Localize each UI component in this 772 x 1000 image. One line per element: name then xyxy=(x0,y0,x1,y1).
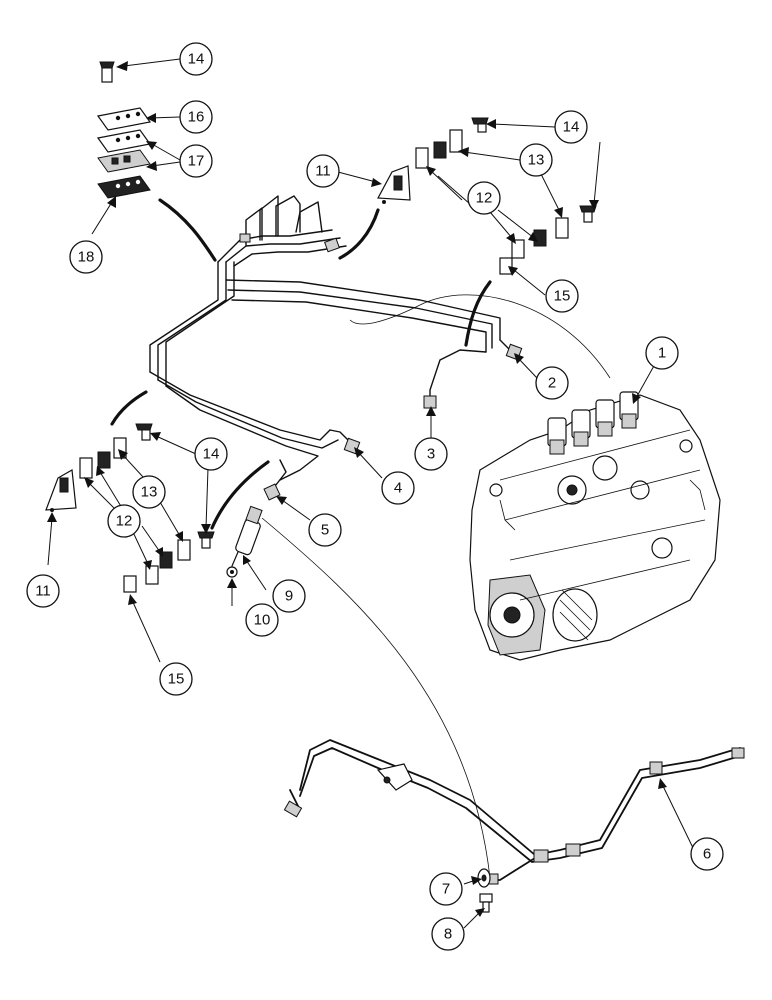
callout-15-bottom: 15 xyxy=(159,662,193,696)
callout-label: 15 xyxy=(168,671,185,688)
callout-label: 5 xyxy=(321,522,329,539)
callout-label: 14 xyxy=(188,51,205,68)
callout-label: 13 xyxy=(141,484,158,501)
injection-pump xyxy=(469,391,721,661)
callout-label: 18 xyxy=(78,249,95,266)
callout-label: 4 xyxy=(394,480,402,497)
callout-label: 16 xyxy=(188,109,205,126)
callout-7: 7 xyxy=(429,872,463,906)
callout-label: 14 xyxy=(203,446,220,463)
callout-6: 6 xyxy=(690,837,724,871)
callout-label: 11 xyxy=(35,583,51,600)
callout-label: 11 xyxy=(315,163,331,180)
banjo-bolt xyxy=(479,893,493,913)
callout-13-top: 13 xyxy=(519,143,553,177)
callout-label: 17 xyxy=(188,153,205,170)
banjo-washer xyxy=(477,868,491,888)
clamp-group-bottom-left-leader-a xyxy=(110,390,148,426)
callout-14-top-left: 14 xyxy=(179,42,213,76)
clamp-stack-top-right xyxy=(415,117,597,275)
callout-12-top: 12 xyxy=(467,181,501,215)
callout-12-bottom: 12 xyxy=(107,504,141,538)
callout-8: 8 xyxy=(431,917,465,951)
bundle-fittings xyxy=(239,233,523,501)
injector-line-bundle xyxy=(149,195,513,491)
callout-11-bottom: 11 xyxy=(26,574,60,608)
callout-label: 10 xyxy=(254,612,271,629)
sealing-washer-hole xyxy=(230,570,234,574)
pump-to-bundle-leader xyxy=(349,294,611,379)
callout-3: 3 xyxy=(414,437,448,471)
callout-16: 16 xyxy=(179,100,213,134)
callout-label: 1 xyxy=(658,345,666,362)
injector-to-return-leader xyxy=(261,517,491,879)
callout-4: 4 xyxy=(381,471,415,505)
callout-label: 6 xyxy=(703,846,711,863)
return-line-fittings xyxy=(283,747,745,885)
callout-10: 10 xyxy=(245,603,279,637)
callout-2: 2 xyxy=(535,366,569,400)
callout-label: 13 xyxy=(528,152,545,169)
return-line xyxy=(289,739,741,881)
leaders xyxy=(47,58,696,929)
bracket-top-right-leader xyxy=(338,208,380,260)
callout-14-bottom-left: 14 xyxy=(194,437,228,471)
callout-13-bottom: 13 xyxy=(132,475,166,509)
clamp-group-top-right-leader xyxy=(464,280,492,347)
callout-label: 8 xyxy=(444,926,452,943)
callout-18: 18 xyxy=(69,240,103,274)
callout-label: 2 xyxy=(548,375,556,392)
callout-14-top-right: 14 xyxy=(554,110,588,144)
bracket-top-right xyxy=(377,165,411,204)
callout-label: 9 xyxy=(285,588,293,605)
callout-11-top: 11 xyxy=(306,154,340,188)
callout-1: 1 xyxy=(645,336,679,370)
callout-label: 3 xyxy=(427,446,435,463)
clamp-group-top-left-leader xyxy=(158,198,217,262)
callout-label: 14 xyxy=(563,119,580,136)
callout-15-top: 15 xyxy=(545,279,579,313)
callout-5: 5 xyxy=(308,513,342,547)
callout-label: 12 xyxy=(116,513,133,530)
callout-label: 15 xyxy=(554,288,571,305)
injector xyxy=(231,505,263,567)
callout-17: 17 xyxy=(179,144,213,178)
clamp-stack-bottom-left xyxy=(45,423,215,593)
clamp-stack-top-left xyxy=(96,61,152,199)
clamp-group-bottom-left-leader-b xyxy=(210,460,270,530)
callout-label: 12 xyxy=(476,190,493,207)
callout-9: 9 xyxy=(272,579,306,613)
callout-label: 7 xyxy=(442,881,450,898)
